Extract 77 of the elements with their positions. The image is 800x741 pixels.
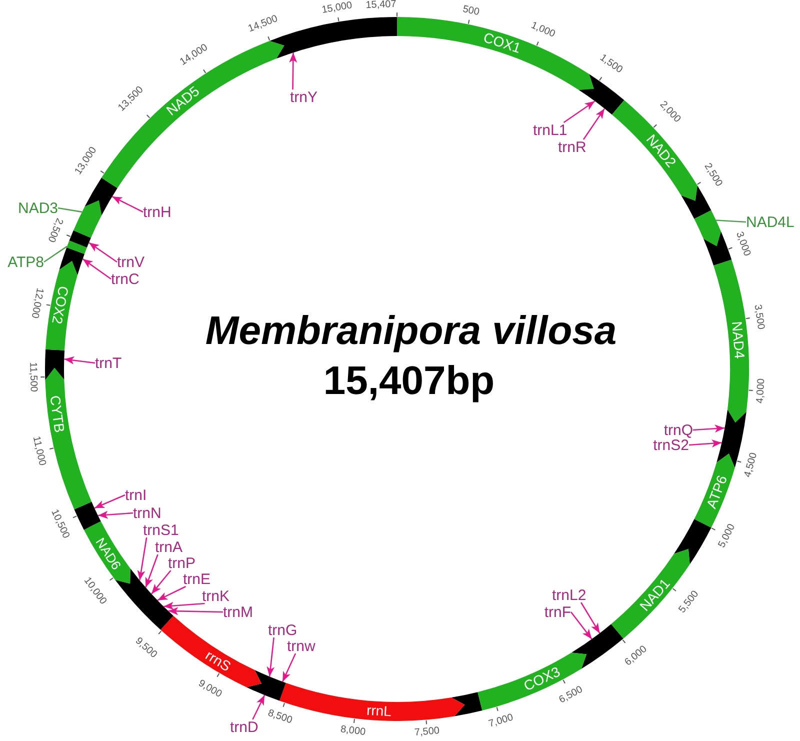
trna-label: trnI <box>125 488 147 502</box>
arrow <box>692 424 725 433</box>
gene-label: NAD4 <box>729 321 748 360</box>
arrow <box>266 637 275 677</box>
tick-label: 15,000 <box>320 0 352 16</box>
tick-label: 11,500 <box>27 362 40 392</box>
arrow <box>164 602 205 610</box>
trna-label: trnL2 <box>552 588 586 602</box>
trna-label: trnH <box>143 204 172 220</box>
trna-label: trnT <box>95 356 122 370</box>
tick-label: 14,500 <box>247 14 280 36</box>
leader-line <box>716 220 746 223</box>
arrow <box>168 607 224 616</box>
trna-label: trnK <box>202 588 230 604</box>
arrow <box>112 196 144 213</box>
leader-line <box>58 207 82 213</box>
trna-label: trnV <box>117 254 145 270</box>
tick-label: 5,000 <box>716 522 738 550</box>
trna-label: trnQ <box>664 422 693 438</box>
trna-label: trnG <box>268 622 298 638</box>
trna-label: trnN <box>133 506 162 520</box>
gene-label: ATP8 <box>8 254 44 270</box>
tick-label: 4,000 <box>754 378 767 404</box>
arrow <box>88 242 118 263</box>
trna-label: trnR <box>558 140 586 154</box>
gene-label: ATP6 <box>704 473 730 510</box>
tick-label: 9,000 <box>196 678 224 700</box>
trna-label: trnE <box>183 572 211 586</box>
tick-label: 8,000 <box>340 724 366 738</box>
tick-label: 8,500 <box>266 708 294 727</box>
tick-label: 4,500 <box>742 451 760 478</box>
tick-label: 15,407 <box>366 0 397 12</box>
arrow <box>64 356 96 364</box>
arrow <box>145 554 158 588</box>
tick-label: 3,000 <box>734 230 752 258</box>
trna-label: trnw <box>287 638 316 654</box>
arrow <box>150 570 172 594</box>
trna-label: trnC <box>111 272 140 286</box>
gene-label: rrnS <box>202 647 233 674</box>
leader-line <box>44 246 68 263</box>
gene-label: NAD3 <box>18 200 58 216</box>
arrow <box>252 694 266 720</box>
arrow <box>282 653 296 682</box>
gene-label: COX2 <box>50 285 72 326</box>
arrow <box>688 439 722 448</box>
trna-label: trnM <box>223 604 253 620</box>
tick-label: 2,500 <box>46 216 66 244</box>
gene-label: CYTB <box>48 394 68 434</box>
arrow <box>82 258 112 280</box>
arrow <box>157 586 186 601</box>
gene-label: NAD4L <box>746 214 794 230</box>
tick-label: 11,000 <box>30 436 48 468</box>
arrow <box>580 602 600 634</box>
trna-label: trnA <box>155 540 183 554</box>
arrow <box>137 537 148 580</box>
arrow <box>563 100 596 124</box>
genome-title: Membranipora villosa <box>205 309 617 353</box>
trna-label: trnP <box>168 556 196 570</box>
trna-label: trnD <box>230 720 258 734</box>
tick-label: 7,500 <box>414 726 440 739</box>
trna-label: trnS2 <box>653 438 689 452</box>
tick-label: 12,000 <box>28 286 45 319</box>
trna-label: trnF <box>544 604 571 620</box>
gene-label: COX1 <box>482 30 523 56</box>
tick-label: 7,000 <box>487 712 514 730</box>
arrow <box>98 510 134 519</box>
arrow <box>289 52 298 90</box>
gene-label: rrnL <box>366 702 392 720</box>
trna-label: trnS1 <box>143 522 179 538</box>
tick-label: 500 <box>462 4 480 18</box>
trna-label: trnY <box>290 90 318 104</box>
trna-label: trnL1 <box>533 122 568 138</box>
tick-label: 3,500 <box>751 304 766 330</box>
arrow <box>570 612 592 640</box>
genome-size-label: 15,407bp <box>323 359 495 403</box>
arrow <box>94 494 126 509</box>
tick-label: 1,000 <box>530 20 557 40</box>
